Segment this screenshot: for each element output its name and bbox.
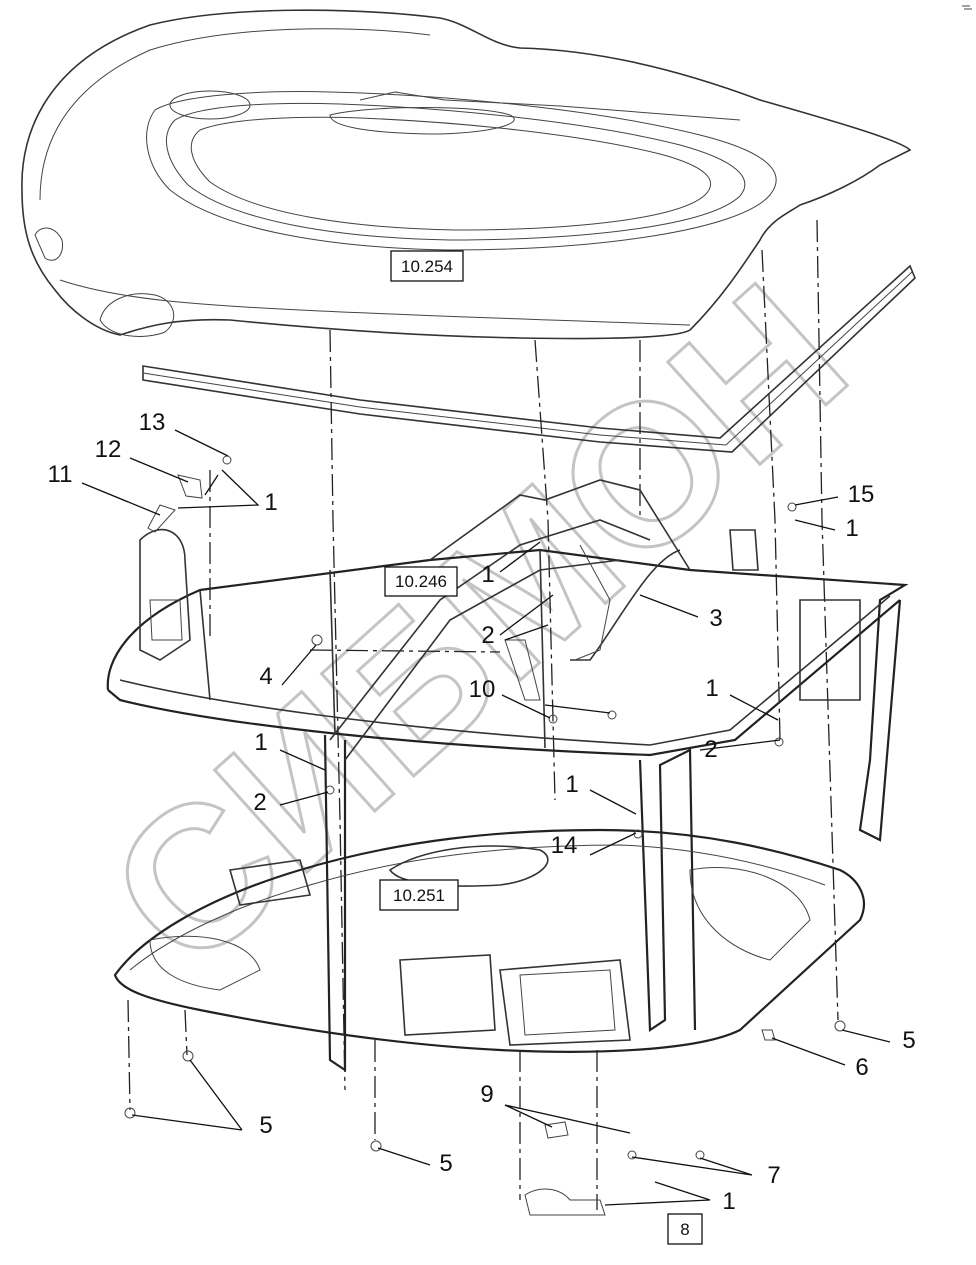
callout-number: 1 [705,675,718,702]
callout-number: 6 [855,1054,868,1081]
callout-number: 1 [264,489,277,516]
callout-number: 9 [480,1081,493,1108]
callout-number: 5 [259,1112,272,1139]
ref-box-8: 8 [667,1213,703,1245]
callout-number: 10 [469,676,496,703]
callout-number: 2 [481,622,494,649]
ref-box-10-254: 10.254 [390,250,464,282]
callout-number: 1 [254,729,267,756]
callout-number: 2 [253,789,266,816]
callout-number: 5 [439,1150,452,1177]
ref-label: 8 [680,1220,689,1239]
callout-number: 15 [848,481,875,508]
callout-number: 1 [565,771,578,798]
ref-label: 10.251 [393,886,445,905]
callout-number: 12 [95,436,122,463]
callout-number: 5 [902,1027,915,1054]
ref-label: 10.246 [395,572,447,591]
watermark: СИБМОН [68,241,888,1011]
callout-number: 1 [845,515,858,542]
callouts: 13 12 11 1 15 1 1 3 2 4 10 1 2 1 2 1 14 … [48,409,916,1215]
ref-box-10-251: 10.251 [379,879,459,911]
ref-box-10-246: 10.246 [384,566,458,597]
callout-number: 1 [481,561,494,588]
roof-panel [21,9,912,340]
callout-number: 4 [259,663,272,690]
watermark-text: СИБМОН [69,243,886,1010]
seal-strip [142,264,916,453]
callout-number: 13 [139,409,166,436]
cab-frame [106,479,909,1073]
alignment-lines [127,219,839,1210]
callout-number: 3 [709,605,722,632]
callout-number: 2 [704,736,717,763]
callout-number: 7 [767,1162,780,1189]
callout-number: 14 [551,832,578,859]
ref-label: 10.254 [401,257,453,276]
callout-number: 11 [48,461,73,488]
leader-lines [81,429,891,1206]
callout-number: 1 [722,1188,735,1215]
corner-mark [962,5,972,10]
fasteners [124,455,846,1216]
